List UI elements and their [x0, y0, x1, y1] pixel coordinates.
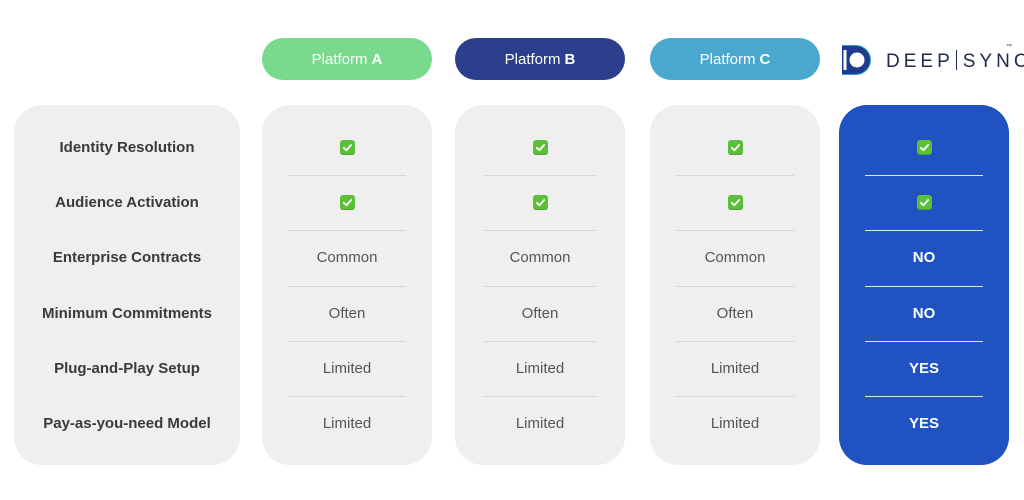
deep-sync-logo-icon — [842, 45, 871, 75]
row-divider — [484, 396, 596, 397]
ds-cell-check — [839, 175, 1009, 230]
c-cell-check — [650, 175, 820, 230]
b-cell: Limited — [515, 415, 565, 432]
check-mark-icon — [916, 140, 932, 155]
c-cell: Often — [716, 304, 754, 322]
row-divider — [676, 175, 794, 177]
a-cell: Limited — [322, 415, 372, 432]
row-divider — [484, 230, 596, 232]
platform-c-name: Platform — [699, 50, 756, 68]
row-divider — [288, 175, 406, 177]
row-divider — [288, 230, 406, 232]
check-mark-icon — [727, 195, 743, 211]
check-mark-icon — [339, 195, 355, 211]
row-divider — [288, 340, 406, 342]
b-cell-check — [455, 120, 625, 175]
b-cell: Often — [521, 304, 559, 322]
row-divider — [676, 340, 794, 342]
check-mark-icon — [916, 195, 932, 211]
ds-cell: YES — [908, 415, 939, 432]
a-cell: Often — [328, 304, 366, 322]
row-divider — [484, 340, 596, 342]
feature-label: Identity Resolution — [59, 139, 195, 156]
row-divider — [865, 175, 983, 177]
b-cell-check — [455, 175, 625, 230]
deep-sync-column: NO NO YES YES — [839, 105, 1009, 465]
c-cell: Limited — [710, 359, 760, 377]
a-cell: Limited — [322, 359, 372, 377]
brand-right: SYNC — [962, 51, 1024, 72]
check-mark-icon — [339, 140, 355, 155]
row-divider — [676, 285, 794, 287]
brand-left: DEEP — [886, 51, 954, 72]
deep-sync-logo: DEEP SYNC ™ — [836, 40, 1024, 80]
a-cell-check — [262, 175, 432, 230]
ds-cell: NO — [912, 249, 936, 267]
row-divider — [865, 230, 983, 232]
platform-a-letter: A — [371, 50, 383, 68]
platform-b-name: Platform — [504, 50, 561, 68]
row-divider — [865, 340, 983, 342]
c-cell: Limited — [710, 415, 760, 432]
b-cell: Limited — [515, 359, 565, 377]
feature-label: Minimum Commitments — [41, 304, 212, 322]
ds-cell: YES — [908, 359, 939, 377]
c-cell-check — [650, 120, 820, 175]
trademark-mark: ™ — [1006, 44, 1012, 50]
row-divider — [676, 230, 794, 232]
feature-label: Pay-as-you-need Model — [43, 415, 211, 432]
feature-label: Enterprise Contracts — [52, 249, 202, 267]
brand-separator — [955, 50, 957, 70]
a-cell: Common — [316, 249, 378, 267]
ds-cell: NO — [912, 304, 936, 322]
row-divider — [676, 396, 794, 397]
feature-label: Audience Activation — [55, 194, 199, 212]
c-cell: Common — [704, 249, 766, 267]
platform-c-letter: C — [759, 50, 771, 68]
check-mark-icon — [532, 140, 548, 155]
check-mark-icon — [727, 140, 743, 155]
b-cell: Common — [509, 249, 571, 267]
row-divider — [484, 285, 596, 287]
row-divider — [865, 396, 983, 397]
platform-b-letter: B — [564, 50, 576, 68]
ds-cell-check — [839, 120, 1009, 175]
row-divider — [288, 396, 406, 397]
check-mark-icon — [532, 195, 548, 211]
feature-label: Plug-and-Play Setup — [54, 359, 200, 377]
deep-sync-wordmark: DEEP SYNC — [886, 50, 1024, 73]
row-divider — [484, 175, 596, 177]
platform-a-name: Platform — [311, 50, 368, 68]
a-cell-check — [262, 120, 432, 175]
row-divider — [865, 285, 983, 287]
row-divider — [288, 285, 406, 287]
